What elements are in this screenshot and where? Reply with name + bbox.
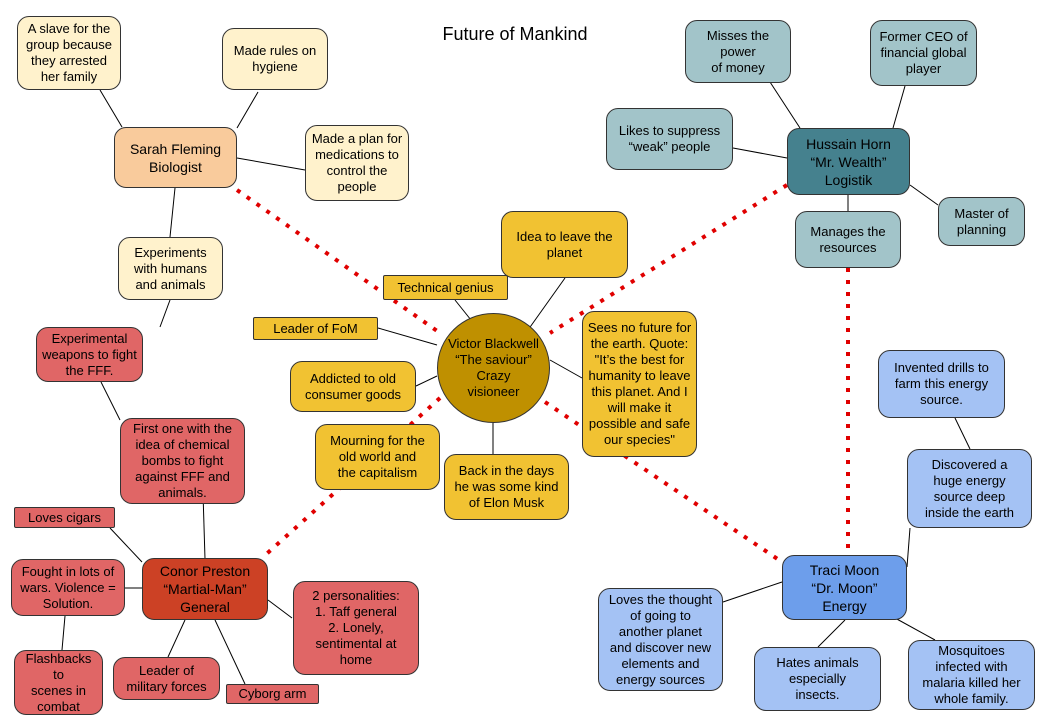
note-hussain-resources[interactable]: Manages the resources — [795, 211, 901, 268]
link-drills-discovered — [954, 417, 971, 450]
note-conor-cigars[interactable]: Loves cigars — [14, 507, 115, 528]
link-hussain-ceo — [892, 85, 906, 129]
link-sarah-experiments — [169, 187, 176, 238]
link-hussain-suppress — [732, 147, 788, 159]
note-hussain-money[interactable]: Misses the power of money — [685, 20, 791, 83]
note-conor-weapons[interactable]: Experimental weapons to fight the FFF. — [36, 327, 143, 382]
note-traci-drills[interactable]: Invented drills to farm this energy sour… — [878, 350, 1005, 418]
note-victor-technical[interactable]: Technical genius — [383, 275, 508, 300]
node-sarah-fleming[interactable]: Sarah Fleming Biologist — [114, 127, 237, 188]
link-weapons-chemical — [100, 381, 121, 421]
note-sarah-plan[interactable]: Made a plan for medications to control t… — [305, 125, 409, 201]
diagram-title: Future of Mankind — [442, 24, 588, 44]
node-victor-blackwell[interactable]: Victor Blackwell “The saviour” Crazy vis… — [437, 313, 550, 423]
node-traci-moon[interactable]: Traci Moon “Dr. Moon” Energy — [782, 555, 907, 620]
note-conor-cyborg[interactable]: Cyborg arm — [226, 684, 319, 704]
note-conor-military[interactable]: Leader of military forces — [113, 657, 220, 700]
link-sarah-slave — [99, 89, 123, 128]
dotted-link-sarah-victor — [235, 188, 442, 335]
link-hussain-money — [769, 81, 801, 129]
note-traci-mosquitoes[interactable]: Mosquitoes infected with malaria killed … — [908, 640, 1035, 710]
link-victor-leader — [377, 327, 438, 346]
link-chemical-conor — [202, 492, 206, 560]
node-conor-preston[interactable]: Conor Preston “Martial-Man” General — [142, 558, 268, 620]
note-sarah-experiments[interactable]: Experiments with humans and animals — [118, 237, 223, 300]
link-traci-discovered — [906, 527, 911, 568]
note-hussain-suppress[interactable]: Likes to suppress “weak” people — [606, 108, 733, 170]
link-sarah-plan — [236, 157, 306, 171]
link-conor-personalities — [267, 599, 293, 619]
note-sarah-rules[interactable]: Made rules on hygiene — [222, 28, 328, 90]
link-conor-cyborg — [214, 619, 246, 685]
link-traci-mosquitoes — [894, 617, 936, 641]
note-hussain-ceo[interactable]: Former CEO of financial global player — [870, 20, 977, 86]
link-conor-military — [167, 619, 186, 658]
link-traci-hates — [817, 619, 846, 648]
note-victor-musk[interactable]: Back in the days he was some kind of Elo… — [444, 454, 569, 520]
note-conor-personalities[interactable]: 2 personalities: 1. Taff general 2. Lone… — [293, 581, 419, 675]
link-wars-flashbacks — [61, 615, 66, 651]
note-hussain-planning[interactable]: Master of planning — [938, 197, 1025, 246]
note-conor-wars[interactable]: Fought in lots of wars. Violence = Solut… — [11, 559, 125, 616]
link-victor-addicted — [415, 375, 438, 387]
note-traci-discovered[interactable]: Discovered a huge energy source deep ins… — [907, 449, 1032, 528]
note-conor-flashbacks[interactable]: Flashbacks to scenes in combat — [14, 650, 103, 715]
note-victor-mourning[interactable]: Mourning for the old world and the capit… — [315, 424, 440, 490]
link-experiments-weapons — [159, 299, 171, 328]
note-traci-hates[interactable]: Hates animals especially insects. — [754, 647, 881, 711]
link-sarah-rules — [236, 91, 259, 129]
note-victor-leader[interactable]: Leader of FoM — [253, 317, 378, 340]
note-victor-leave-planet[interactable]: Idea to leave the planet — [501, 211, 628, 278]
note-victor-quote[interactable]: Sees no future for the earth. Quote: "It… — [582, 311, 697, 457]
link-hussain-planning — [909, 184, 939, 206]
link-victor-quote — [549, 359, 583, 379]
node-hussain-horn[interactable]: Hussain Horn “Mr. Wealth” Logistik — [787, 128, 910, 195]
note-traci-thought[interactable]: Loves the thought of going to another pl… — [598, 588, 723, 691]
note-victor-addicted[interactable]: Addicted to old consumer goods — [290, 361, 416, 412]
link-traci-thought — [722, 581, 783, 603]
note-sarah-slave[interactable]: A slave for the group because they arres… — [17, 16, 121, 90]
link-conor-cigars — [109, 527, 143, 563]
note-conor-chemical[interactable]: First one with the idea of chemical bomb… — [120, 418, 245, 504]
